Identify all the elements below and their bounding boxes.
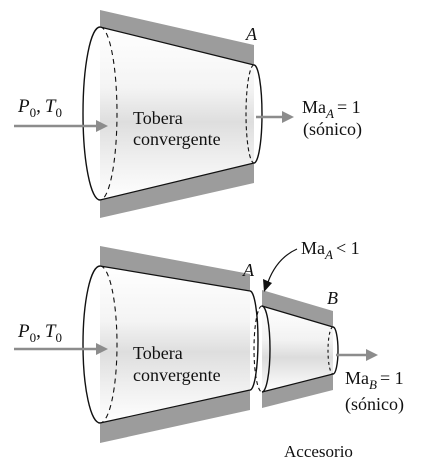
bottom-section-a-label: A: [242, 260, 255, 280]
bottom-nozzle-name-line1: Tobera: [133, 343, 183, 363]
bottom-mach-label: MaB= 1: [345, 368, 404, 392]
top-inlet-conditions: P0,T0: [17, 96, 62, 120]
top-inlet-arrow: [14, 120, 108, 132]
bottom-inlet-conditions: P0,T0: [17, 321, 62, 345]
attachment-duct: [254, 290, 338, 408]
top-outlet-front-rim: [254, 65, 262, 163]
bottom-outlet-arrow: [336, 349, 378, 361]
mach-a-callout-label: MaA< 1: [301, 238, 360, 262]
top-nozzle-name-line2: convergente: [133, 129, 221, 149]
top-nozzle-name-line1: Tobera: [133, 108, 183, 128]
bottom-nozzle-name-line2: convergente: [133, 365, 221, 385]
top-sonic-state: (sónico): [303, 119, 362, 140]
top-section-a-label: A: [245, 24, 258, 44]
mach-a-callout-arrowhead: [263, 279, 272, 292]
top-inlet-front-rim: [83, 27, 100, 200]
bottom-sonic-state: (sónico): [345, 394, 404, 415]
attachment-outlet-front-rim: [333, 327, 338, 374]
attachment-label: Accesorio: [284, 442, 353, 461]
top-mach-label: MaA= 1: [302, 97, 361, 121]
mach-a-callout-arrow: [268, 249, 297, 282]
bottom-section-b-label: B: [327, 288, 338, 308]
